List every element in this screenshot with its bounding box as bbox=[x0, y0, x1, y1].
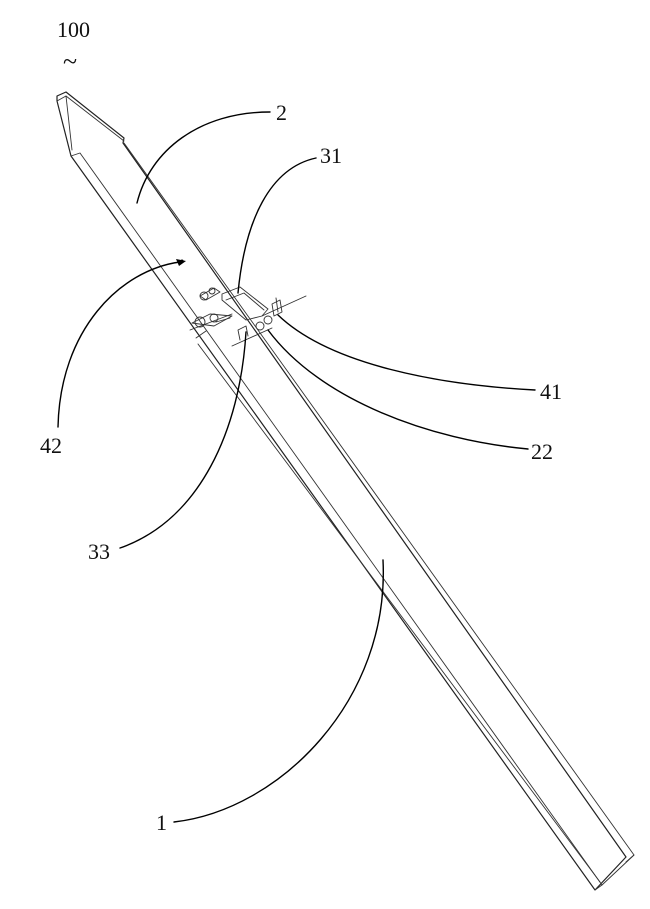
label-31: 31 bbox=[320, 143, 342, 168]
label-2: 2 bbox=[276, 100, 287, 125]
reference-labels: 2 31 41 22 42 33 1 bbox=[40, 100, 562, 835]
label-22: 22 bbox=[531, 439, 553, 464]
leader-31 bbox=[238, 158, 316, 293]
label-33: 33 bbox=[88, 539, 110, 564]
leader-lines bbox=[58, 112, 535, 822]
leader-33 bbox=[120, 332, 246, 548]
leader-42 bbox=[58, 262, 180, 427]
label-42: 42 bbox=[40, 433, 62, 458]
leader-1 bbox=[174, 560, 383, 822]
connector-assembly bbox=[181, 260, 307, 347]
assembly-mark: ~ bbox=[63, 47, 77, 76]
leader-22 bbox=[268, 330, 528, 449]
stake-body bbox=[57, 92, 634, 890]
assembly-label: 100 bbox=[57, 17, 90, 42]
label-1: 1 bbox=[156, 810, 167, 835]
label-41: 41 bbox=[540, 379, 562, 404]
arrowhead-42 bbox=[176, 259, 186, 266]
leader-41 bbox=[278, 315, 535, 390]
